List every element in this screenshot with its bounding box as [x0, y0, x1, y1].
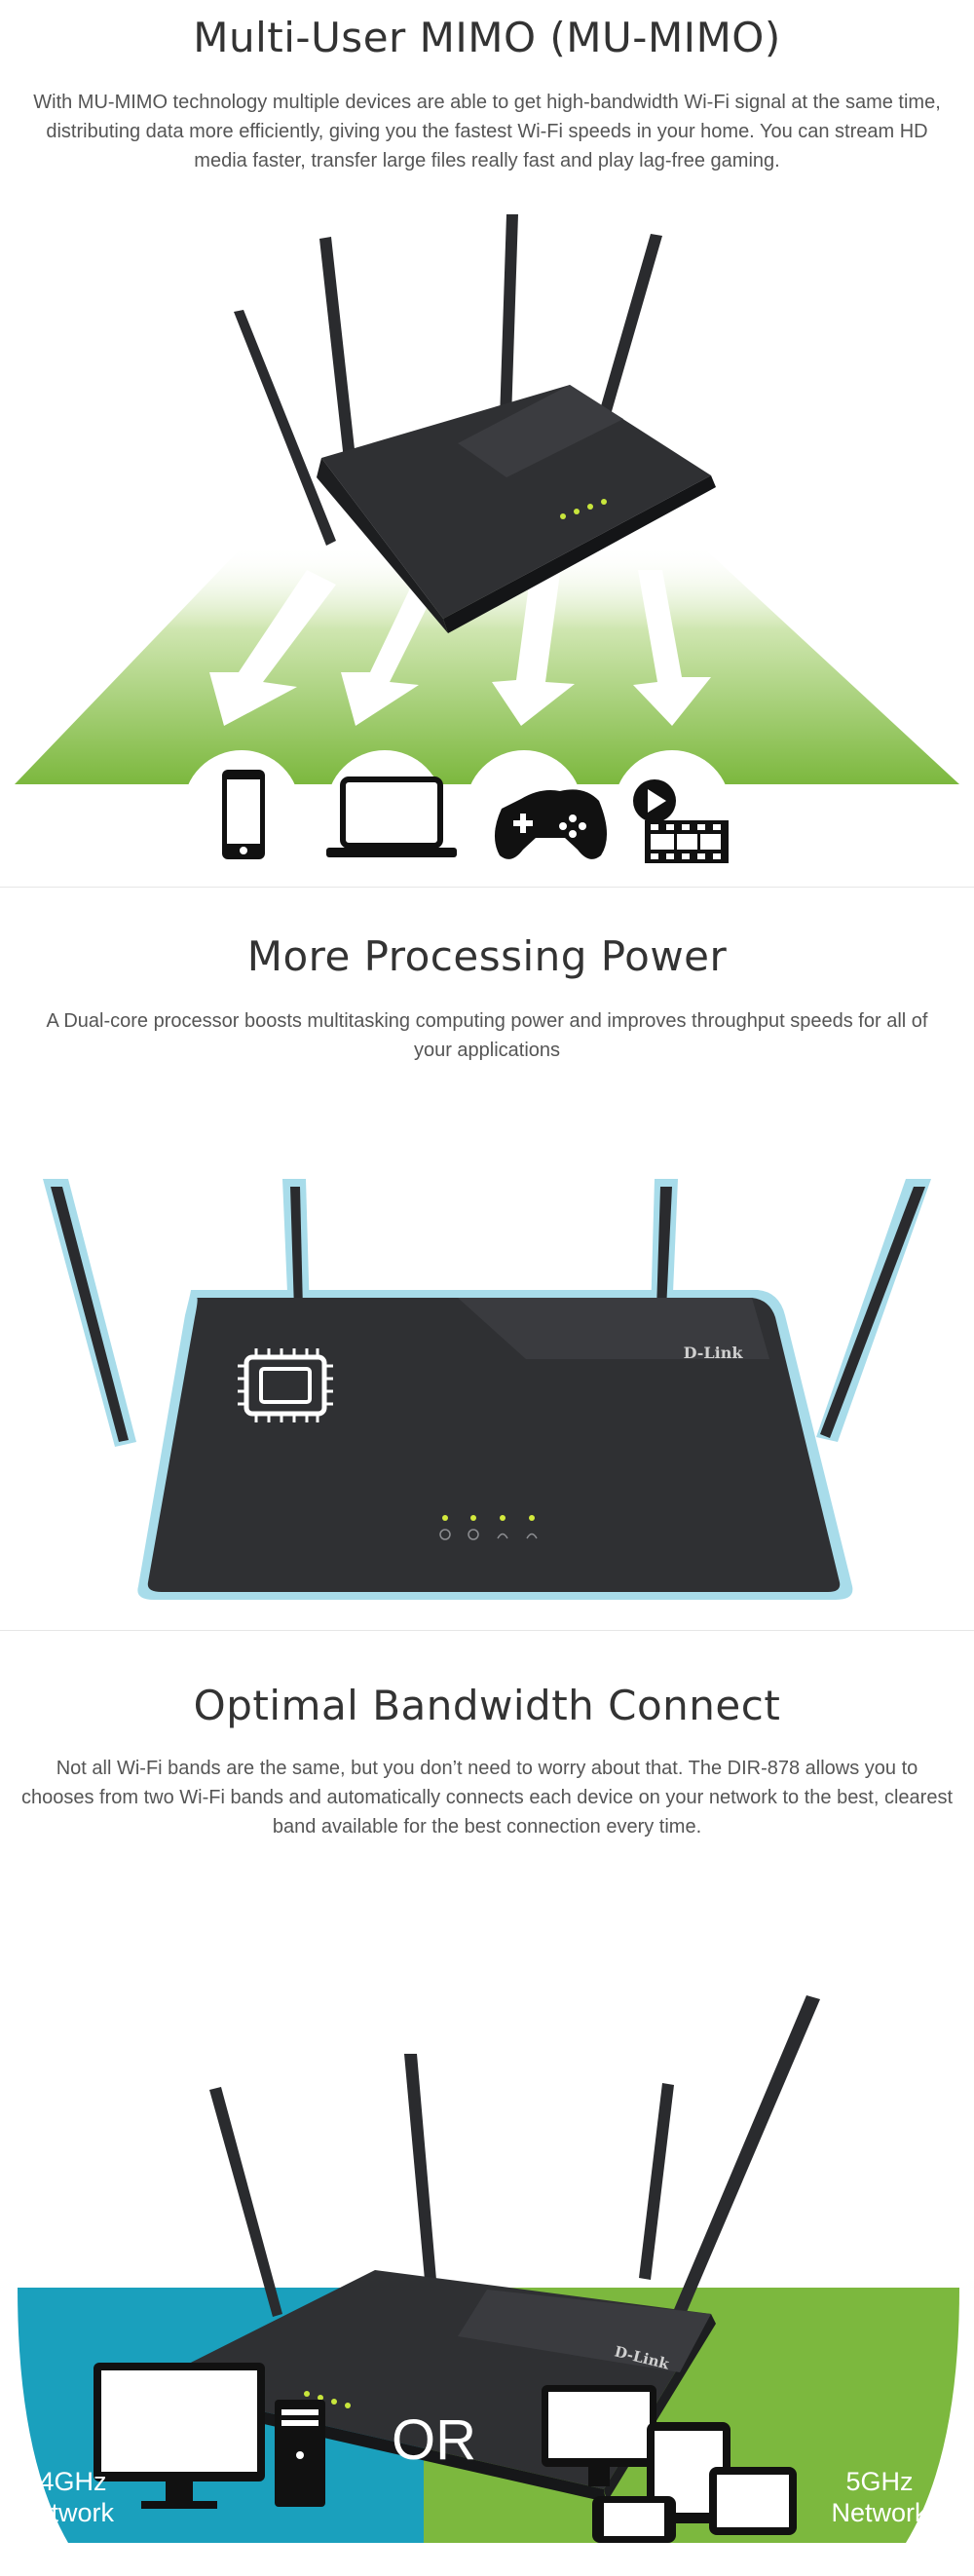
bandwidth-description: Not all Wi-Fi bands are the same, but yo… — [20, 1758, 954, 1837]
multiple-devices-icon — [542, 2385, 797, 2543]
cpu-chip-icon — [238, 1348, 333, 1422]
router-2: D-Link — [43, 1179, 931, 1600]
band-5ghz-network: Network — [831, 2498, 928, 2527]
brand-logo: D-Link — [684, 1344, 744, 1362]
router-antennas — [209, 1995, 820, 2319]
router-1 — [317, 385, 716, 633]
mumimo-description: With MU-MIMO technology multiple devices… — [33, 92, 941, 171]
laptop-icon — [326, 777, 457, 857]
band-5ghz-frequency: 5GHz — [845, 2467, 914, 2496]
band-24ghz-frequency: 2.4GHz — [18, 2467, 107, 2496]
smartphone-icon — [222, 770, 265, 859]
signal-beam — [15, 546, 959, 784]
router-antennas — [234, 214, 662, 546]
band-24ghz-network: Network — [18, 2498, 115, 2527]
gamepad-icon — [494, 789, 608, 859]
or-label: OR — [392, 2408, 476, 2472]
mumimo-title: Multi-User MIMO (MU-MIMO) — [193, 14, 781, 61]
bandwidth-title: Optimal Bandwidth Connect — [193, 1682, 781, 1729]
bandwidth-illustration: D-Link — [18, 1995, 959, 2543]
processing-description: A Dual-core processor boosts multitaskin… — [46, 1010, 928, 1061]
mumimo-illustration — [15, 214, 959, 867]
video-film-icon — [633, 779, 729, 863]
band-24ghz-label: 2.4GHz Network — [18, 2466, 114, 2528]
section-divider — [0, 1630, 974, 1631]
processing-illustration: D-Link — [43, 1179, 931, 1600]
processing-title: More Processing Power — [246, 932, 728, 980]
band-5ghz-label: 5GHz Network — [826, 2466, 933, 2528]
section-divider — [0, 887, 974, 888]
signal-arrows — [209, 570, 711, 726]
desktop-computer-icon — [94, 2363, 325, 2509]
